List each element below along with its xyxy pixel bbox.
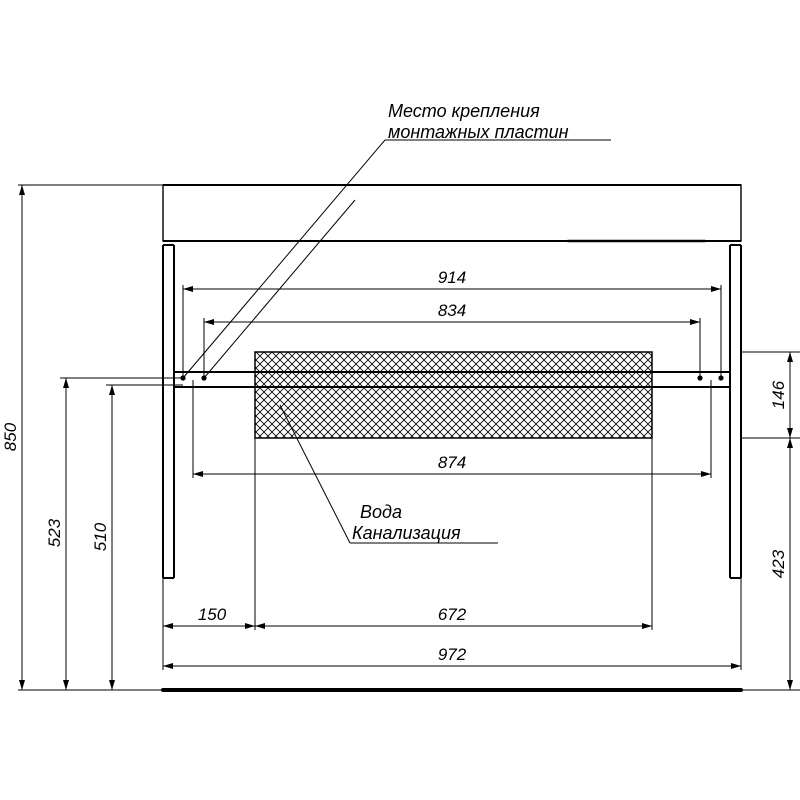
countertop: [162, 184, 742, 243]
dim-label-834: 834: [438, 301, 466, 320]
utility-note-line1: Вода: [360, 502, 402, 522]
dim-label-972: 972: [438, 645, 467, 664]
dim-label-150: 150: [198, 605, 227, 624]
dimension-lines: [19, 185, 793, 690]
leader-lines: [182, 139, 611, 544]
utility-note-line2: Канализация: [352, 523, 461, 543]
dim-label-874: 874: [438, 453, 466, 472]
dim-label-672: 672: [438, 605, 467, 624]
dim-label-523: 523: [45, 518, 64, 547]
dim-label-850: 850: [1, 422, 20, 451]
mount-note-line1: Место крепления: [388, 101, 540, 121]
utility-leader: [279, 404, 351, 544]
extension-lines: [18, 184, 800, 691]
dim-label-510: 510: [91, 522, 110, 551]
dim-label-146: 146: [769, 380, 788, 409]
dim-label-423: 423: [769, 549, 788, 578]
countertop-outline: [162, 184, 742, 242]
mount-leader-2: [203, 199, 356, 379]
mount-note-line2: монтажных пластин: [388, 122, 569, 142]
mount-leader-1: [182, 139, 386, 379]
utility-zone-hatched: [254, 351, 653, 439]
dim-label-914: 914: [438, 268, 466, 287]
